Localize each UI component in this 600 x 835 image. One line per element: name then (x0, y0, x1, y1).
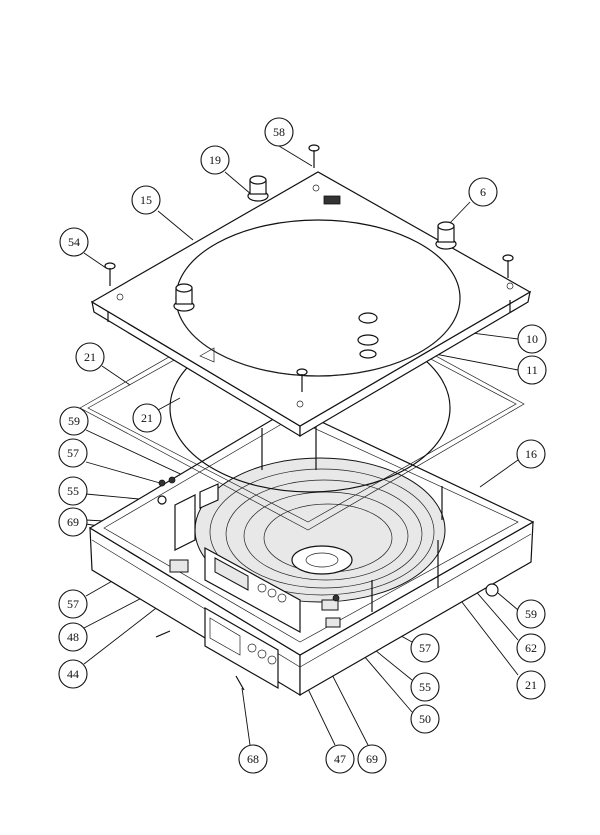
callout-circle (200, 145, 230, 175)
callout-label: 55 (419, 680, 431, 694)
callout-69: 69 (357, 744, 387, 774)
callout-circle (75, 342, 105, 372)
callout-group: 58 19 6 15 54 10 21 11 21 59 57 16 55 69 57 59 48 57 62 44 5… (58, 117, 547, 774)
callout-57: 57 (410, 633, 440, 663)
callout-circle (132, 403, 162, 433)
callout-circle (58, 622, 88, 652)
callout-label: 21 (141, 411, 153, 425)
callout-circle (517, 324, 547, 354)
callout-57: 57 (58, 438, 88, 468)
callout-label: 44 (67, 667, 79, 681)
callout-circle (516, 670, 546, 700)
callout-label: 10 (526, 332, 538, 346)
callout-19: 19 (200, 145, 230, 175)
callout-11: 11 (517, 355, 547, 385)
callout-label: 59 (525, 607, 537, 621)
callout-circle (58, 589, 88, 619)
callout-label: 62 (525, 641, 537, 655)
circuit-board (204, 546, 301, 634)
callout-label: 50 (419, 712, 431, 726)
callout-circle (264, 117, 294, 147)
callout-circle (516, 599, 546, 629)
callout-circle (238, 744, 268, 774)
callout-label: 19 (209, 153, 221, 167)
callout-label: 15 (140, 193, 152, 207)
callout-label: 21 (525, 678, 537, 692)
top-plate (90, 171, 532, 438)
callout-circle (58, 438, 88, 468)
callout-68: 68 (238, 744, 268, 774)
callout-44: 44 (58, 659, 88, 689)
callout-circle (59, 406, 89, 436)
callout-label: 57 (67, 446, 79, 460)
callout-47: 47 (325, 744, 355, 774)
callout-15: 15 (131, 185, 161, 215)
callout-label: 69 (67, 515, 79, 529)
callout-59: 59 (516, 599, 546, 629)
callout-label: 11 (526, 363, 538, 377)
base-housing (88, 407, 535, 697)
callout-69: 69 (58, 507, 88, 537)
callout-circle (58, 659, 88, 689)
callout-circle (131, 185, 161, 215)
callout-label: 57 (67, 597, 79, 611)
callout-circle (517, 355, 547, 385)
callout-label: 6 (480, 185, 486, 199)
callout-10: 10 (517, 324, 547, 354)
callout-57: 57 (58, 589, 88, 619)
callout-label: 59 (68, 414, 80, 428)
callout-label: 68 (247, 752, 259, 766)
callout-48: 48 (58, 622, 88, 652)
callout-circle (410, 633, 440, 663)
callout-circle (516, 439, 546, 469)
callout-label: 57 (419, 641, 431, 655)
callout-label: 58 (273, 125, 285, 139)
callout-50: 50 (410, 704, 440, 734)
callout-label: 69 (366, 752, 378, 766)
callout-62: 62 (516, 633, 546, 663)
callout-21: 21 (516, 670, 546, 700)
callout-circle (59, 227, 89, 257)
callout-21: 21 (132, 403, 162, 433)
callout-label: 54 (68, 235, 80, 249)
callout-circle (516, 633, 546, 663)
callout-59: 59 (59, 406, 89, 436)
callout-16: 16 (516, 439, 546, 469)
callout-circle (325, 744, 355, 774)
callout-label: 21 (84, 350, 96, 364)
callout-6: 6 (468, 177, 498, 207)
callout-circle (357, 744, 387, 774)
callout-circle (410, 704, 440, 734)
callout-circle (58, 476, 88, 506)
callout-circle (410, 672, 440, 702)
small-hardware (155, 476, 499, 691)
callout-circle (468, 177, 498, 207)
callout-54: 54 (59, 227, 89, 257)
callout-label: 55 (67, 484, 79, 498)
callout-55: 55 (58, 476, 88, 506)
callout-circle (58, 507, 88, 537)
plate-hardware (104, 144, 514, 392)
callout-label: 47 (334, 752, 346, 766)
callout-58: 58 (264, 117, 294, 147)
callout-label: 48 (67, 630, 79, 644)
callout-55: 55 (410, 672, 440, 702)
callout-21: 21 (75, 342, 105, 372)
callout-label: 16 (525, 447, 537, 461)
